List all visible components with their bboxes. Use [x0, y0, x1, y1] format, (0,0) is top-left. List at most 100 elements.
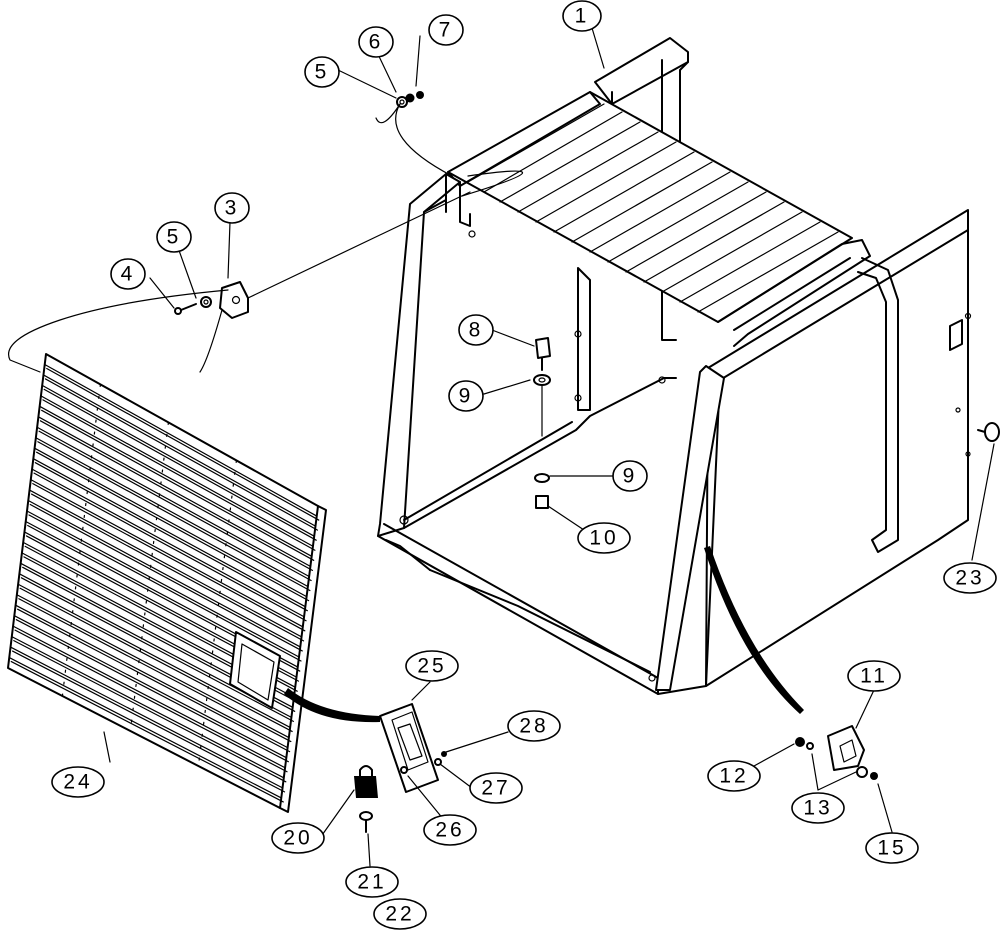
grille-slat-edge	[29, 503, 303, 652]
grille-slat-edge	[44, 378, 319, 531]
callout-label: 3	[225, 197, 240, 220]
grille-slat-edge	[15, 619, 289, 763]
callout-4: 4	[110, 258, 146, 290]
callout-label: 25	[417, 655, 446, 678]
callout-label: 27	[481, 777, 510, 800]
callout-label: 6	[369, 31, 384, 54]
callout-24: 24	[51, 766, 105, 798]
callout-13: 13	[791, 792, 845, 824]
grille-slat	[31, 468, 305, 618]
callout-10: 10	[577, 522, 631, 554]
grille-slat	[39, 405, 313, 557]
callout-9-lower: 9	[612, 460, 648, 492]
callout-label: 20	[283, 827, 312, 850]
callout-12: 12	[707, 760, 761, 792]
callout-11: 11	[847, 660, 901, 692]
grille-slat-edge	[35, 451, 310, 602]
grille-slat	[13, 615, 287, 759]
grille-slat-edge	[30, 493, 305, 642]
callout-label: 11	[860, 665, 888, 688]
striker-arrow	[704, 546, 804, 714]
grille-rivet-row	[129, 421, 169, 732]
grille-slat	[26, 510, 300, 658]
callout-label: 9	[459, 385, 474, 408]
latch-bracket	[174, 281, 249, 319]
grille-slat-edge	[39, 420, 313, 572]
grille-rivet-row	[61, 383, 102, 697]
callout-label: 24	[63, 771, 92, 794]
grille-slat-edge	[18, 598, 292, 743]
grille-slat	[28, 489, 303, 638]
grille-slat-edge	[20, 577, 294, 723]
grille-slat-edge	[28, 514, 302, 662]
callout-7: 7	[428, 14, 464, 46]
grille-slat-edge	[33, 472, 307, 622]
callout-label: 21	[357, 871, 386, 894]
callout-23: 23	[943, 562, 997, 594]
grille-slat	[35, 437, 309, 588]
grille-slat-edge	[46, 367, 320, 521]
grille-slat	[41, 384, 315, 537]
striker-plate	[795, 725, 878, 780]
callout-label: 28	[519, 715, 548, 738]
callout-label: 12	[719, 765, 748, 788]
grille-slat	[11, 635, 285, 779]
door-latch-plate	[379, 703, 447, 793]
grille-slat	[33, 447, 308, 598]
callout-label: 8	[469, 319, 484, 342]
grille-slat-edge	[38, 430, 312, 582]
callout-6: 6	[358, 26, 394, 58]
top-hardware	[396, 91, 424, 108]
callout-8: 8	[458, 314, 494, 346]
grille-slat-edge	[13, 639, 287, 783]
grille-slat-edge	[32, 483, 306, 632]
callout-26: 26	[423, 814, 477, 846]
grille-slat-edge	[11, 650, 286, 793]
callout-label: 15	[877, 837, 906, 860]
grille-slat	[8, 656, 282, 799]
grille-slat-edge	[34, 462, 308, 612]
enclosure-frame	[377, 37, 972, 695]
callout-28: 28	[507, 710, 561, 742]
callout-label: 9	[623, 465, 638, 488]
grille-slat	[42, 374, 317, 527]
callout-9-upper: 9	[448, 380, 484, 412]
leader-lines	[8, 27, 995, 867]
grille-slat	[14, 604, 289, 749]
callout-27: 27	[469, 772, 523, 804]
callout-3: 3	[214, 192, 250, 224]
grille-slat-edge	[17, 608, 291, 753]
grille-slat	[37, 416, 311, 568]
grille-slat-edge	[42, 399, 316, 551]
grille-slat-edge	[14, 629, 288, 773]
grille-slat	[27, 499, 301, 648]
callout-21: 21	[345, 866, 399, 898]
grille-slat	[40, 395, 314, 547]
grille-slat	[30, 479, 304, 628]
door-hatch-arrow	[284, 688, 380, 723]
grille-slat	[9, 646, 284, 789]
grille-slat	[12, 625, 286, 769]
grille-slat	[32, 458, 306, 608]
grille-slat-edge	[43, 388, 317, 541]
grille-slat	[44, 363, 318, 517]
callout-label: 13	[803, 797, 832, 820]
mount-bolt-stack	[533, 337, 551, 509]
callout-1: 1	[562, 0, 602, 32]
callout-22: 22	[373, 898, 427, 930]
callout-label: 4	[121, 263, 136, 286]
grille-slat	[36, 426, 310, 578]
callout-label: 23	[955, 567, 984, 590]
callout-15: 15	[865, 832, 919, 864]
callout-label: 10	[589, 527, 618, 550]
callout-label: 22	[385, 903, 414, 926]
callout-25: 25	[405, 650, 459, 682]
grille-slat	[16, 594, 290, 739]
grille-slat-edge	[19, 587, 293, 733]
padlock	[354, 765, 378, 833]
callout-20: 20	[271, 822, 325, 854]
grille-slat	[17, 583, 291, 729]
grille-slat-edge	[41, 409, 315, 561]
